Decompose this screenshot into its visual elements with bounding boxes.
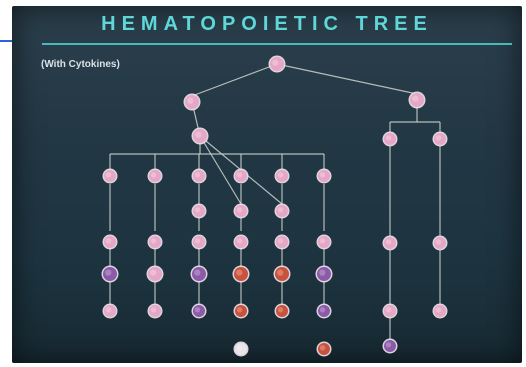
slide-panel: HEMATOPOIETIC TREE (With Cytokines) [12,6,522,363]
cell-highlight [320,307,325,312]
cell-highlight [106,238,111,243]
cell-highlight [278,207,283,212]
cell-highlight [386,342,391,347]
cell-highlight [195,307,200,312]
cell-highlight [151,238,156,243]
cell-highlight [151,307,156,312]
cell-highlight [187,97,193,103]
cell-highlight [195,238,200,243]
cell-highlight [195,207,200,212]
cell-highlight [237,345,242,350]
cell-highlight [278,307,283,312]
cell-highlight [150,269,156,275]
cell-highlight [319,269,325,275]
cell-highlight [106,307,111,312]
cell-highlight [106,172,111,177]
cell-highlight [237,172,242,177]
cell-highlight [386,307,391,312]
cell-highlight [320,345,325,350]
cell-highlight [236,269,242,275]
cell-highlight [194,269,200,275]
cell-highlight [195,172,200,177]
cell-highlight [151,172,156,177]
cell-highlight [436,135,441,140]
cell-highlight [436,307,441,312]
cell-highlight [412,95,418,101]
cell-highlight [320,172,325,177]
tree-connector [277,64,417,94]
tree-connector [200,136,241,204]
tree-connector [192,64,277,96]
cell-highlight [105,269,111,275]
cell-highlight [278,238,283,243]
cell-highlight [237,207,242,212]
cell-highlight [436,239,441,244]
cell-highlight [386,135,391,140]
hematopoietic-tree-diagram [12,6,522,363]
cell-highlight [386,239,391,244]
cell-highlight [237,307,242,312]
cell-highlight [278,172,283,177]
cell-highlight [272,59,278,65]
cell-highlight [195,131,201,137]
cell-highlight [320,238,325,243]
cell-highlight [277,269,283,275]
cell-highlight [237,238,242,243]
